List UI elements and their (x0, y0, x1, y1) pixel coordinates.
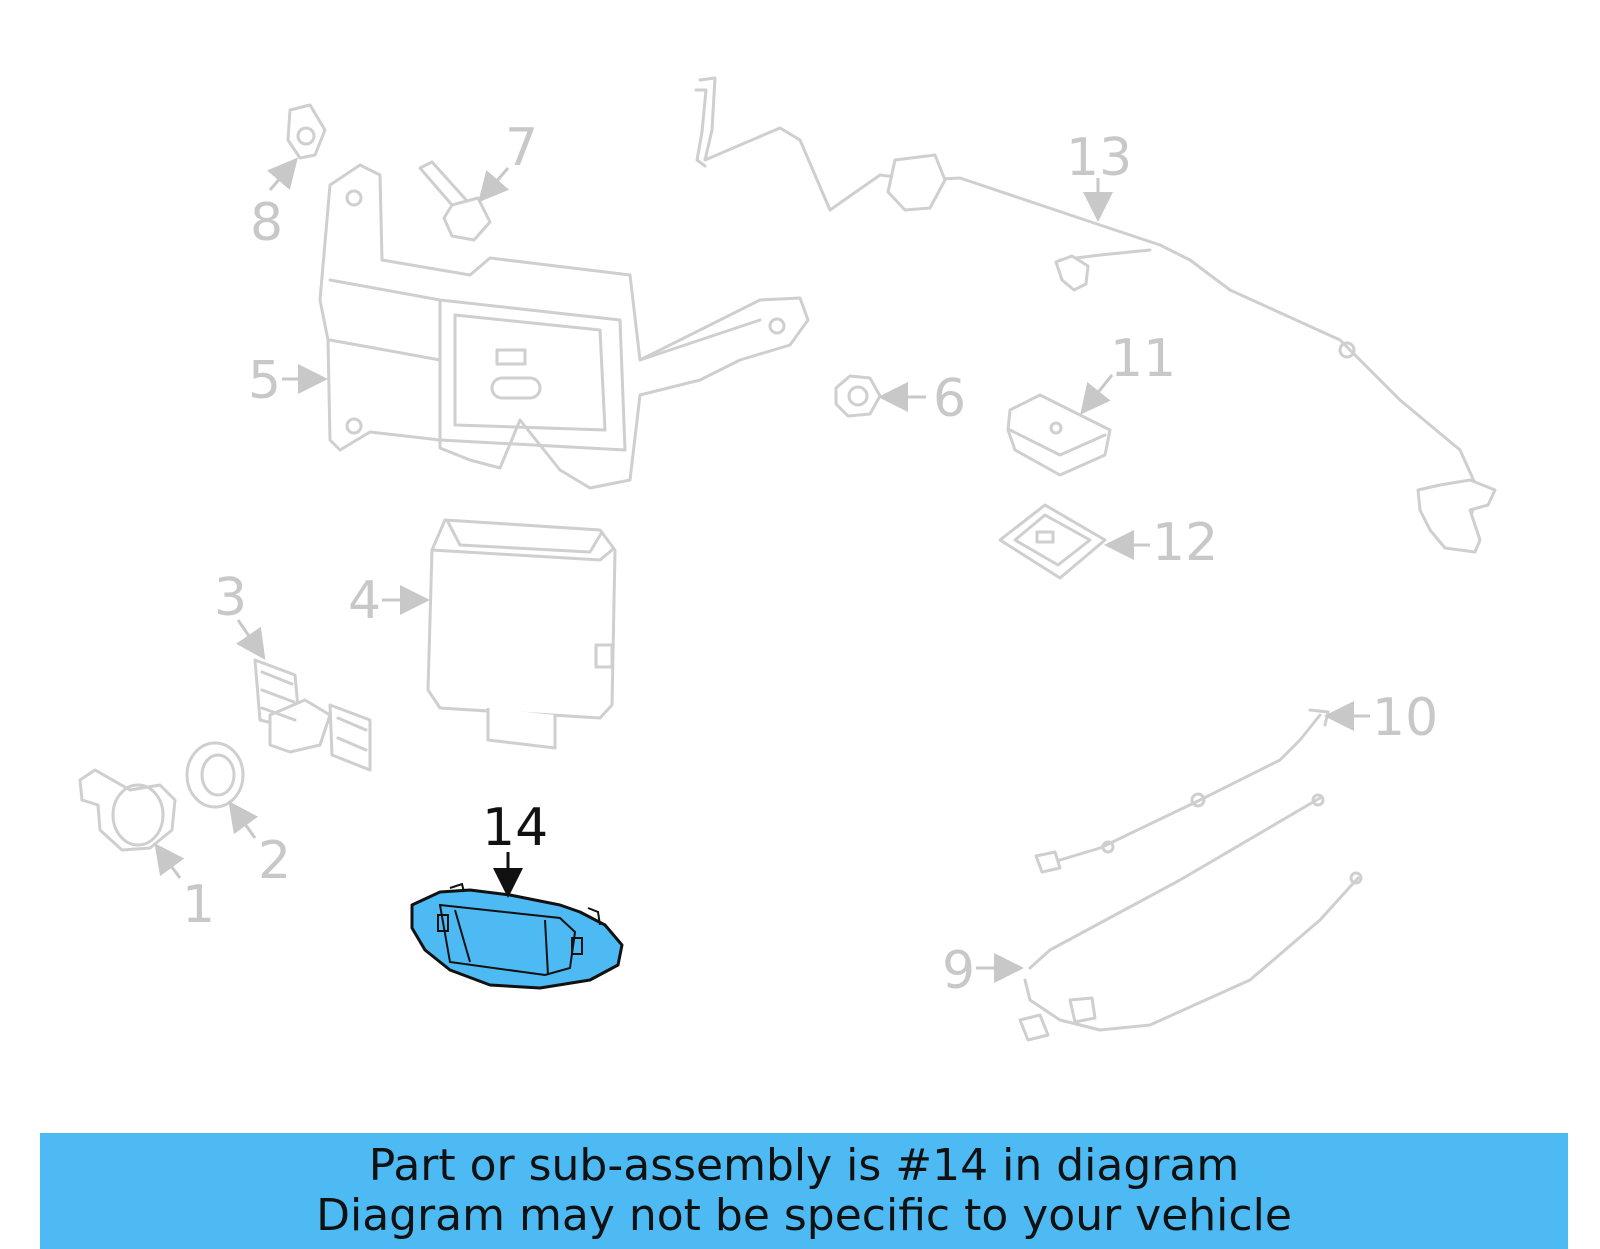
leader-7 (478, 167, 510, 203)
leader-11 (1080, 374, 1114, 415)
part-8-clip (286, 103, 327, 160)
part-6-nut (834, 374, 882, 418)
callout-5: 5 (248, 351, 281, 411)
callout-14: 14 (482, 798, 548, 858)
banner-line-2: Diagram may not be specific to your vehi… (316, 1190, 1292, 1241)
part-14-bezel (410, 882, 624, 990)
callout-8: 8 (250, 193, 283, 253)
part-5-bracket (318, 163, 810, 490)
part-11-module (1006, 393, 1112, 477)
part-4-module (426, 518, 617, 750)
part-2-grommet (185, 741, 245, 809)
part-13-harness (694, 76, 1497, 554)
callout-13: 13 (1066, 128, 1132, 188)
part-9-harness (1018, 793, 1363, 1042)
callout-6: 6 (933, 369, 966, 429)
callout-3: 3 (214, 568, 247, 628)
part-3-sensor-bracket (253, 658, 372, 772)
info-banner: Part or sub-assembly is #14 in diagram D… (40, 1133, 1568, 1249)
part-10-cable (1034, 708, 1330, 874)
callout-7: 7 (505, 118, 538, 178)
callout-12: 12 (1152, 513, 1218, 573)
leader-3 (236, 619, 266, 660)
callout-11: 11 (1110, 329, 1176, 389)
part-7-bolt (418, 160, 492, 242)
leader-1 (154, 843, 185, 879)
callout-4: 4 (348, 571, 381, 631)
leader-2 (228, 801, 259, 839)
callout-1: 1 (182, 875, 215, 935)
callout-2: 2 (258, 831, 291, 891)
part-1-sensor (78, 768, 177, 852)
banner-line-1: Part or sub-assembly is #14 in diagram (368, 1140, 1240, 1191)
leader-8 (266, 157, 298, 191)
callout-10: 10 (1372, 688, 1438, 748)
part-12-plate (998, 503, 1107, 580)
callout-9: 9 (942, 941, 975, 1001)
